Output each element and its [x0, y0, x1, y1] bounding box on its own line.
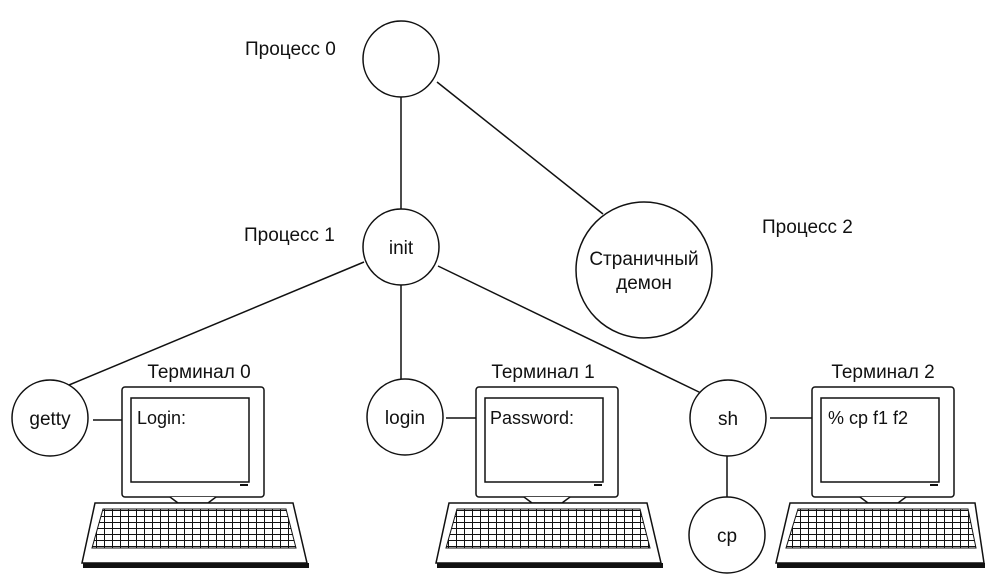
terminal-0-screen-text: Login:: [137, 408, 186, 428]
init-label: init: [389, 238, 414, 259]
terminal-1: Терминал 1 Password:: [435, 362, 663, 568]
getty-node: getty: [11, 379, 89, 457]
init-node: init: [362, 208, 440, 286]
process2-label: Процесс 2: [762, 217, 853, 238]
terminal-0-title: Терминал 0: [147, 362, 250, 383]
cp-label: cp: [717, 526, 737, 547]
page-daemon-node: Страничный демон: [575, 201, 713, 339]
terminal-0-screen: [130, 397, 250, 483]
terminal-1-screen: [484, 397, 604, 483]
cp-node: cp: [688, 496, 766, 574]
edge-init-getty: [68, 261, 365, 386]
terminal-1-title: Терминал 1: [491, 362, 594, 383]
edge-init-sh: [437, 265, 702, 394]
keyboard-icon: [435, 502, 663, 568]
login-node: login: [366, 378, 444, 456]
daemon-label-line1: Страничный: [589, 249, 698, 270]
monitor-stand: [169, 496, 217, 504]
terminal-2-screen: [820, 397, 940, 483]
monitor-stand: [523, 496, 571, 504]
terminal-1-screen-text: Password:: [490, 408, 574, 428]
keyboard-icon: [775, 502, 985, 568]
terminal-0: Терминал 0 Login:: [81, 362, 309, 568]
monitor-stand: [859, 496, 907, 504]
edge-process0-daemon: [436, 81, 604, 215]
login-label: login: [385, 408, 425, 429]
sh-node: sh: [689, 379, 767, 457]
keyboard-icon: [81, 502, 309, 568]
terminal-2: Терминал 2 % cp f1 f2: [775, 362, 985, 568]
daemon-label-line2: демон: [616, 273, 672, 294]
sh-label: sh: [718, 409, 738, 430]
process0-label: Процесс 0: [245, 39, 336, 60]
process0-node: [362, 20, 440, 98]
terminal-2-title: Терминал 2: [831, 362, 934, 383]
terminal-2-screen-text: % cp f1 f2: [828, 408, 908, 428]
getty-label: getty: [29, 409, 71, 430]
process1-label: Процесс 1: [244, 225, 335, 246]
